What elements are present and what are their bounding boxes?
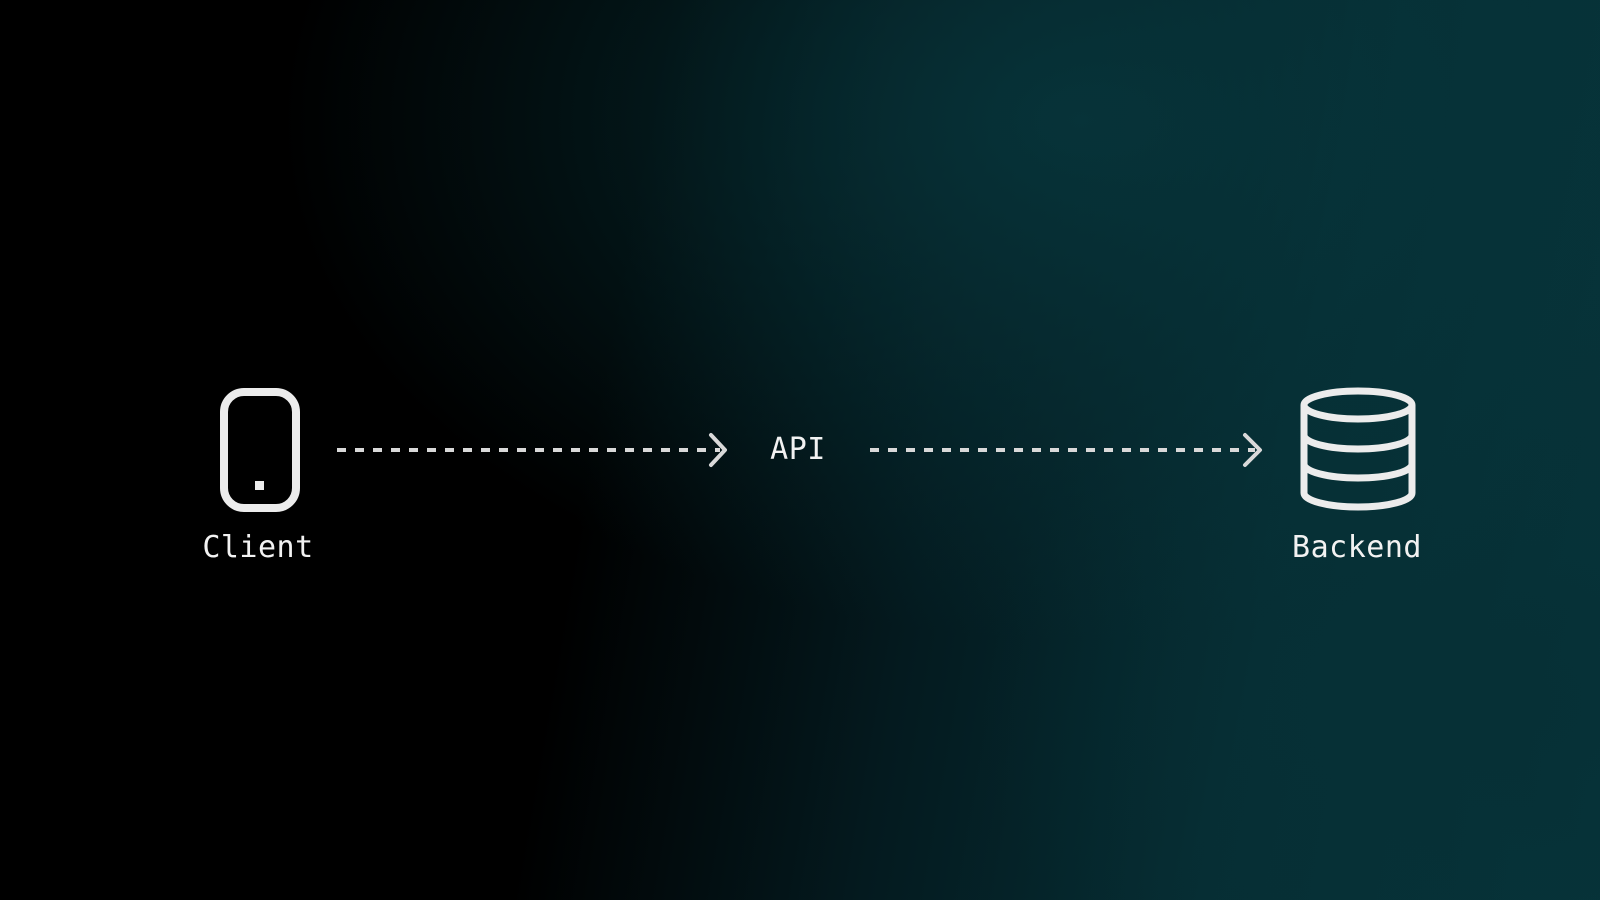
mobile-phone-icon [220,388,300,512]
client-label: Client [202,530,314,565]
client-to-api-arrow [337,433,727,467]
database-icon [1300,387,1416,511]
phone-home-dot [255,481,264,490]
api-to-backend-arrow [870,433,1262,467]
api-label: API [770,432,826,467]
backend-label: Backend [1292,530,1422,565]
